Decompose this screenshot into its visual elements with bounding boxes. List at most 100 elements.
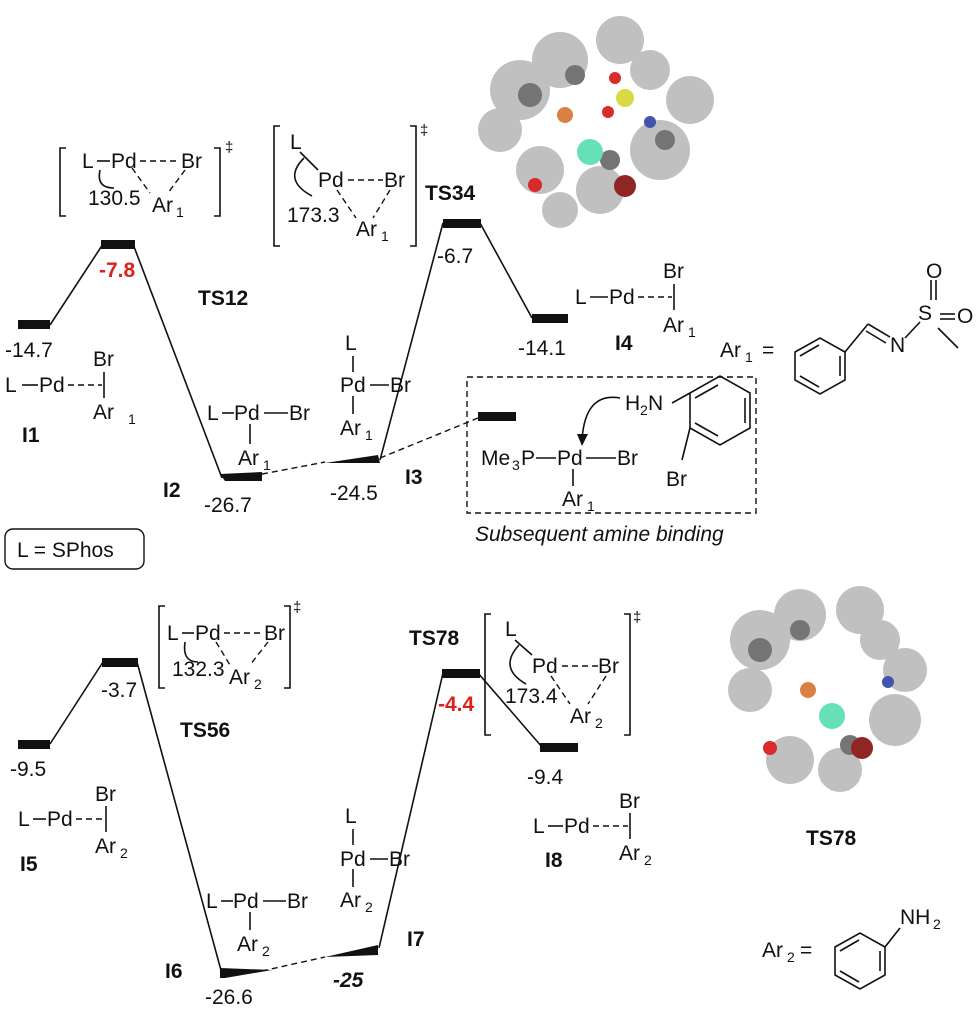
level-I1 [18,320,50,329]
svg-text:Pd: Pd [564,815,590,838]
svg-text:Me: Me [481,447,510,470]
svg-text:Br: Br [389,848,410,871]
energy-TS56: -3.7 [101,679,137,702]
svg-text:H: H [625,392,640,415]
svg-text:173.4: 173.4 [505,685,558,708]
svg-text:L: L [207,402,219,425]
level-TS34 [443,219,481,228]
svg-text:Pd: Pd [234,402,260,425]
svg-text:L: L [575,286,587,309]
svg-text:1: 1 [688,324,696,340]
svg-text:Ar: Ar [663,314,684,337]
svg-text:Ar: Ar [619,842,640,865]
label-TS12: TS12 [198,287,248,310]
svg-text:2: 2 [640,402,648,418]
level-I5 [18,740,50,749]
svg-text:=: = [800,939,812,962]
svg-text:Ar: Ar [340,889,361,912]
svg-text:1: 1 [128,411,136,427]
svg-text:132.3: 132.3 [172,658,225,681]
svg-text:=: = [762,339,774,362]
svg-text:Br: Br [95,783,116,806]
svg-text:L: L [290,131,302,154]
svg-text:Pd: Pd [195,622,221,645]
svg-text:Pd: Pd [233,890,259,913]
svg-text:L: L [345,805,357,828]
svg-text:Pd: Pd [39,374,65,397]
svg-text:L: L [533,815,545,838]
svg-text:Br: Br [666,468,687,491]
label-TS34: TS34 [425,182,476,205]
energy-I6: -26.6 [205,986,253,1009]
svg-text:173.3: 173.3 [287,204,340,227]
svg-text:2: 2 [595,715,603,731]
svg-text:Br: Br [264,622,285,645]
svg-text:Ar: Ar [93,401,114,424]
svg-text:Br: Br [384,169,405,192]
svg-text:2: 2 [120,845,128,861]
label-TS56: TS56 [180,719,230,742]
label-I8: I8 [545,849,563,872]
svg-text:L: L [5,374,17,397]
svg-text:Pd: Pd [340,848,366,871]
ts34-3d-model [478,16,714,228]
energy-I1: -14.7 [5,339,53,362]
svg-text:Ar: Ar [562,488,583,511]
svg-text:Pd: Pd [111,150,137,173]
svg-text:Ar: Ar [762,939,783,962]
svg-text:Pd: Pd [318,169,344,192]
energy-I7: -25 [333,969,364,992]
energy-I3: -24.5 [330,482,378,505]
svg-text:Ar: Ar [570,705,591,728]
svg-text:2: 2 [933,916,941,932]
level-I3 [325,455,380,463]
svg-text:Ar: Ar [720,339,741,362]
svg-text:L: L [82,150,94,173]
label-I5: I5 [20,853,38,876]
svg-text:Ar: Ar [229,666,250,689]
svg-text:1: 1 [365,427,373,443]
svg-text:‡: ‡ [633,609,641,626]
energy-I2: -26.7 [204,494,252,517]
svg-text:1: 1 [381,228,389,244]
level-I3-inset [478,412,516,421]
label-TS78: TS78 [409,627,460,650]
svg-text:Pd: Pd [340,374,366,397]
svg-text:1: 1 [176,204,184,220]
top-profile: -14.7 -7.8 -26.7 -24.5 -6.7 -14.1 I1 TS1… [5,16,973,546]
energy-I5: -9.5 [10,758,46,781]
svg-text:Pd: Pd [557,447,583,470]
ligand-box: L = SPhos [4,528,145,570]
svg-text:Br: Br [598,655,619,678]
level-TS78 [442,669,480,678]
svg-text:L: L [505,618,517,641]
level-TS56 [102,658,138,667]
label-I1: I1 [22,424,40,447]
svg-text:Br: Br [617,447,638,470]
svg-text:Br: Br [663,260,684,283]
svg-text:3: 3 [512,457,520,473]
svg-text:Ar: Ar [237,933,258,956]
svg-text:Ar: Ar [356,218,377,241]
label-I4: I4 [615,332,633,355]
svg-text:P: P [521,447,535,470]
svg-text:Br: Br [390,374,411,397]
structure-I1: L Pd Br Ar 1 [5,348,136,427]
svg-text:2: 2 [644,852,652,868]
svg-text:S: S [918,302,932,325]
svg-text:Br: Br [93,348,114,371]
energy-I8: -9.4 [527,766,564,789]
svg-text:2: 2 [254,676,262,692]
label-I6: I6 [165,960,183,983]
ts78-3d-model [728,586,927,792]
